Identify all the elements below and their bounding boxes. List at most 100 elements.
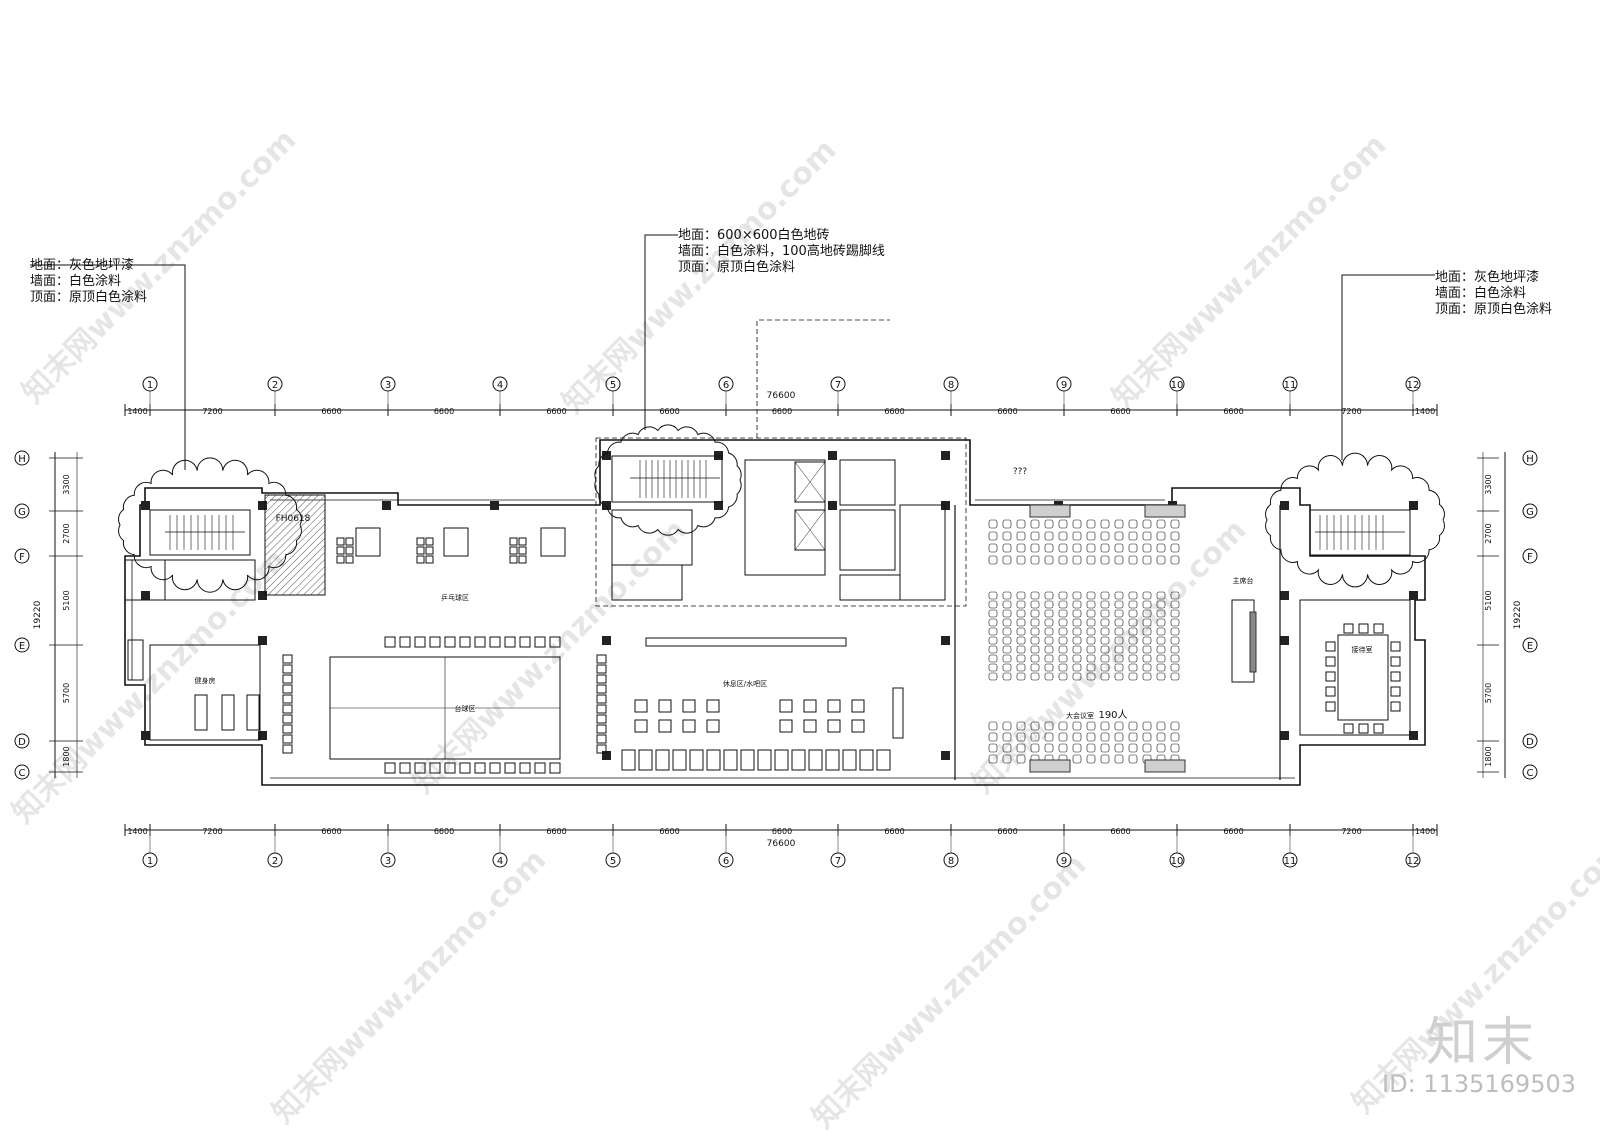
grid-bubble bbox=[1522, 764, 1538, 780]
hall-seat bbox=[1016, 732, 1026, 742]
chair bbox=[1358, 623, 1369, 634]
grid-label: 11 bbox=[1284, 380, 1297, 391]
chair bbox=[399, 762, 411, 774]
hall-seat bbox=[988, 531, 998, 541]
note-left-floor: 地面：灰色地坪漆 bbox=[30, 258, 135, 273]
hall-seat bbox=[1016, 663, 1026, 672]
dimension-label: 6600 bbox=[997, 407, 1017, 416]
grid-bubble bbox=[380, 376, 396, 392]
structural-column bbox=[258, 731, 267, 740]
hall-seat bbox=[1114, 618, 1124, 627]
sofa-seat bbox=[723, 749, 738, 771]
structural-column bbox=[141, 501, 150, 510]
hall-seat bbox=[1142, 663, 1152, 672]
hall-seat bbox=[1058, 721, 1068, 731]
hall-seat bbox=[988, 627, 998, 636]
grid-bubble bbox=[492, 852, 508, 868]
structural-column bbox=[1409, 731, 1418, 740]
hall-seat bbox=[1086, 609, 1096, 618]
hatched-wall-zone bbox=[264, 494, 326, 596]
room-label: 主席台 bbox=[1233, 576, 1254, 585]
hall-seat bbox=[1100, 609, 1110, 618]
chair bbox=[384, 636, 396, 648]
hall-seat bbox=[1142, 600, 1152, 609]
reception-room bbox=[1299, 599, 1411, 736]
chair bbox=[429, 762, 441, 774]
leader-line bbox=[30, 264, 186, 470]
hall-seat bbox=[1156, 627, 1166, 636]
dimension-label: 6600 bbox=[546, 407, 566, 416]
chair bbox=[596, 674, 607, 684]
lounge-seat bbox=[779, 719, 793, 733]
structural-column bbox=[1409, 501, 1418, 510]
hall-seat bbox=[1044, 663, 1054, 672]
hall-seat bbox=[1114, 543, 1124, 553]
hall-seat bbox=[1016, 591, 1026, 600]
hall-seat bbox=[1128, 636, 1138, 645]
grid-bubble bbox=[14, 637, 30, 653]
structural-column bbox=[258, 636, 267, 645]
dimension-label: 6600 bbox=[1110, 407, 1130, 416]
hall-seat bbox=[1044, 519, 1054, 529]
hall-seat bbox=[988, 663, 998, 672]
revision-cloud bbox=[594, 424, 742, 536]
sofa-seat bbox=[757, 749, 772, 771]
hall-seat bbox=[1002, 627, 1012, 636]
hall-seat bbox=[988, 672, 998, 681]
hall-seat bbox=[1016, 721, 1026, 731]
hall-seat bbox=[1128, 618, 1138, 627]
hall-seat bbox=[1156, 654, 1166, 663]
structural-column bbox=[602, 636, 611, 645]
room-label: 大会议室 bbox=[1066, 711, 1094, 720]
hall-seat bbox=[1170, 672, 1180, 681]
grid-label: 6 bbox=[723, 380, 729, 391]
hall-seat bbox=[1128, 663, 1138, 672]
structural-column bbox=[941, 751, 950, 760]
chair bbox=[596, 654, 607, 664]
hall-seat bbox=[1086, 531, 1096, 541]
chair bbox=[509, 537, 518, 546]
grid-bubble bbox=[14, 503, 30, 519]
grid-label: G bbox=[1526, 507, 1534, 518]
service-room bbox=[611, 564, 683, 601]
hall-seat bbox=[1170, 663, 1180, 672]
hall-seat bbox=[1044, 543, 1054, 553]
hall-seat bbox=[1002, 618, 1012, 627]
structural-column bbox=[382, 501, 391, 510]
grid-bubble bbox=[1169, 376, 1185, 392]
dimension-total: 19220 bbox=[33, 600, 43, 629]
grid-label: C bbox=[19, 768, 26, 779]
chair bbox=[282, 744, 293, 754]
hall-seat bbox=[1156, 721, 1166, 731]
dimension-label: 5100 bbox=[62, 590, 71, 610]
chair bbox=[518, 555, 527, 564]
hall-seat bbox=[1002, 645, 1012, 654]
grid-bubble bbox=[1522, 637, 1538, 653]
hall-seat bbox=[1114, 721, 1124, 731]
grid-label: 3 bbox=[385, 380, 391, 391]
hall-seat bbox=[988, 543, 998, 553]
wall-panel bbox=[1144, 504, 1186, 518]
hall-seat bbox=[1002, 591, 1012, 600]
hall-seat bbox=[1114, 555, 1124, 565]
dimension-label: 3300 bbox=[62, 474, 71, 494]
hall-seat bbox=[1072, 543, 1082, 553]
hall-seat bbox=[1002, 663, 1012, 672]
lounge-seat bbox=[803, 699, 817, 713]
hall-seat bbox=[1030, 743, 1040, 753]
hall-seat bbox=[1100, 591, 1110, 600]
dimension-label: 3300 bbox=[1484, 474, 1493, 494]
structural-column bbox=[258, 591, 267, 600]
hall-seat bbox=[1072, 732, 1082, 742]
hall-seat bbox=[1016, 555, 1026, 565]
hall-seat bbox=[1016, 743, 1026, 753]
hall-seat bbox=[1114, 672, 1124, 681]
hall-seat bbox=[1100, 618, 1110, 627]
grid-bubble bbox=[267, 852, 283, 868]
note-right-floor: 地面：灰色地坪漆 bbox=[1435, 270, 1540, 285]
service-room bbox=[899, 504, 946, 601]
hall-seat bbox=[1072, 555, 1082, 565]
dimension-label: 6600 bbox=[1223, 827, 1243, 836]
dimension-label: 6600 bbox=[434, 827, 454, 836]
